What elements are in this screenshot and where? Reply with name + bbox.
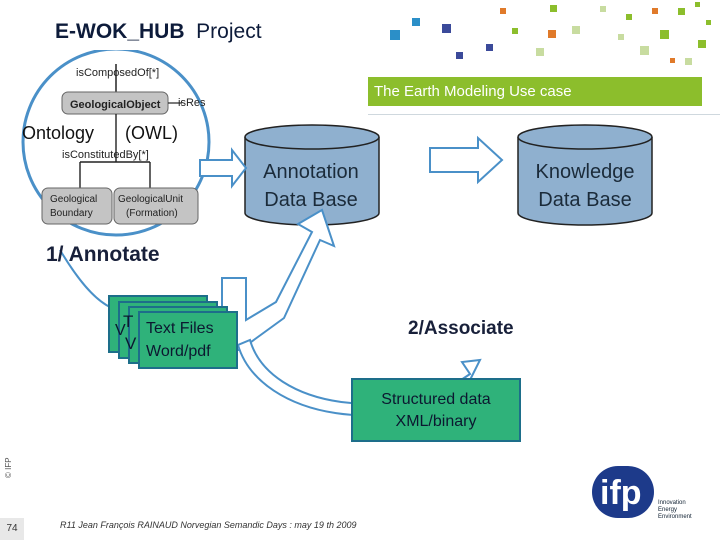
tagline-3: Environment (658, 514, 692, 520)
document-type-text: Text Files (146, 320, 214, 337)
annotation-db-line2: Data Base (264, 189, 358, 211)
document-ghost-letter-2: V (115, 322, 126, 339)
page-title: E-WOK_HUB Project (55, 20, 262, 44)
ifp-logo-text: ifp (600, 474, 642, 512)
to-knowledge-arrow (429, 135, 504, 185)
ontology-label: Ontology (22, 123, 95, 143)
copyright-text: © IFP (4, 457, 13, 478)
geological-unit-text-1: GeologicalUnit (118, 194, 183, 205)
ontology-diagram: isComposedOf[*] GeologicalObject isRes i… (21, 50, 211, 237)
document-card (138, 311, 238, 369)
page-number: 74 (0, 518, 24, 540)
geological-object-text: GeologicalObject (70, 99, 161, 111)
geological-boundary-box (41, 187, 113, 225)
geological-boundary-text-1: Geological (50, 194, 97, 205)
tagline-1: Innovation (658, 500, 686, 506)
knowledge-db-line1: Knowledge (535, 161, 635, 183)
geological-boundary-text-2: Boundary (50, 208, 93, 219)
use-case-banner: The Earth Modeling Use case (368, 77, 702, 106)
ifp-logo: ifp (592, 466, 654, 518)
tagline-2: Energy (658, 507, 678, 513)
title-project-name: E-WOK_HUB (55, 20, 185, 43)
is-res-text: isRes (178, 97, 206, 109)
knowledge-db-line2: Data Base (538, 189, 632, 211)
annotate-step-label: 1/ Annotate (46, 243, 160, 266)
geological-unit-box (113, 187, 199, 225)
owl-label: (OWL) (125, 123, 178, 143)
document-ghost-letter-1: T (123, 312, 134, 331)
knowledge-database-cylinder (517, 124, 653, 226)
annotation-database-cylinder (244, 124, 380, 226)
annotate-curved-arrow (221, 208, 336, 351)
footer-note: R11 Jean François RAINAUD Norvegian Sema… (60, 520, 357, 530)
annotation-db-line1: Annotation (263, 161, 359, 183)
geological-unit-text-2: (Formation) (126, 208, 178, 219)
associate-curve (236, 338, 482, 417)
is-constituted-by-text: isConstitutedBy[*] (62, 149, 149, 161)
is-composed-of-text: isComposedOf[*] (76, 67, 159, 79)
constituted-by-link (79, 114, 151, 188)
document-format-text: Word/pdf (146, 343, 211, 360)
structured-line1: Structured data (381, 391, 491, 408)
document-ghost-letter-3: V (125, 334, 137, 353)
associate-step-label: 2/Associate (408, 318, 514, 339)
to-annotation-arrow (199, 147, 248, 189)
divider (368, 114, 720, 115)
title-project-suffix: Project (196, 20, 262, 43)
structured-line2: XML/binary (395, 413, 477, 430)
decorative-squares (390, 2, 711, 65)
